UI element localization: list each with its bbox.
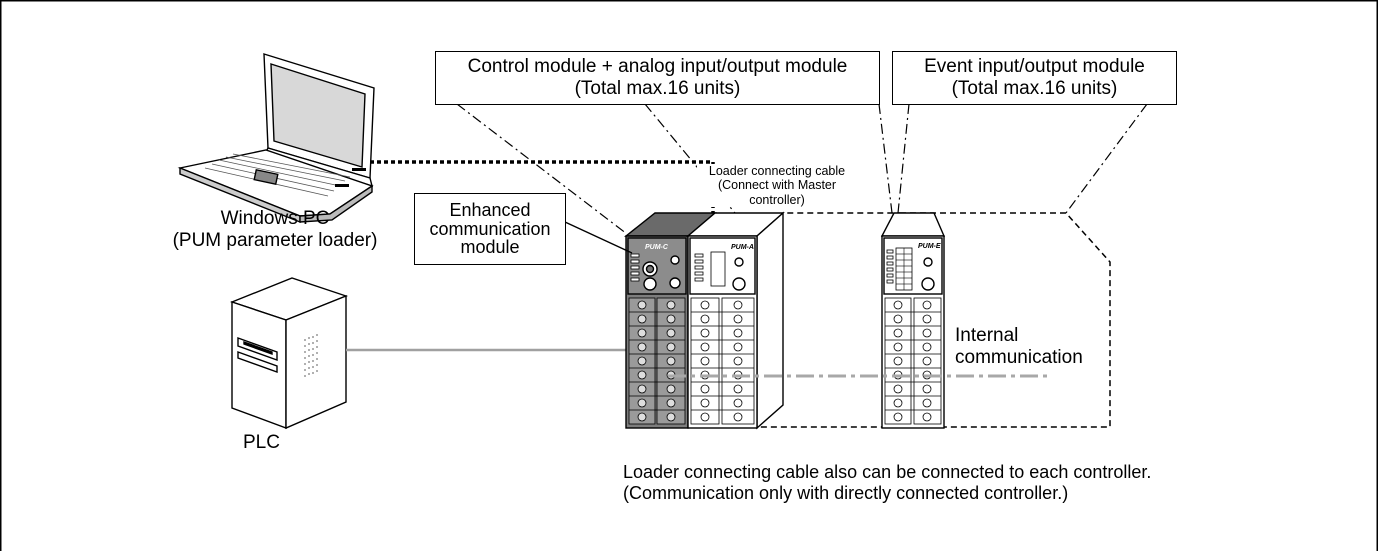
plc-icon	[229, 277, 349, 430]
pum-e-tag: PUM-E	[918, 243, 941, 250]
pum-c-tag: PUM-C	[645, 244, 669, 251]
callout-control-line1: Control module + analog input/output mod…	[467, 56, 848, 77]
callout-control-module: Control module + analog input/output mod…	[435, 51, 880, 105]
leader-control-right	[878, 103, 893, 214]
pum-a-module: PUM-A	[686, 211, 785, 430]
windows-pc-label-line1: Windows PC	[220, 208, 330, 229]
windows-pc-label: Windows PC (PUM parameter loader)	[160, 208, 390, 252]
loader-cable-label-line2: (Connect with Master	[717, 178, 837, 193]
callout-event-module: Event input/output module (Total max.16 …	[892, 51, 1177, 105]
pum-e-module: PUM-E	[880, 212, 946, 429]
loader-note-line1: Loader connecting cable also can be conn…	[623, 462, 1152, 482]
leader-event-left	[897, 103, 910, 214]
internal-comm-label: Internal communication	[955, 325, 1083, 369]
plc-label: PLC	[243, 432, 280, 453]
callout-enhanced-comm: Enhanced communication module	[414, 193, 566, 265]
callout-control-line2: (Total max.16 units)	[574, 78, 741, 99]
leader-enhanced-comm	[564, 221, 633, 254]
callout-leaders	[456, 103, 1148, 235]
callout-event-line2: (Total max.16 units)	[951, 78, 1118, 99]
loader-note-line2: (Communication only with directly connec…	[623, 482, 1069, 503]
loader-note: Loader connecting cable also can be conn…	[623, 462, 1151, 503]
leader-event-right	[1065, 103, 1148, 214]
callout-enhanced-line2: communication	[429, 218, 551, 239]
callout-event-line1: Event input/output module	[924, 56, 1145, 77]
leader-control-left	[456, 103, 628, 235]
windows-pc-icon	[177, 53, 375, 224]
pum-a-tag: PUM-A	[731, 244, 754, 251]
callout-enhanced-line1: Enhanced	[449, 199, 531, 220]
callout-enhanced-line3: module	[460, 237, 520, 258]
leader-control-mid	[644, 103, 736, 214]
internal-comm-line2: communication	[955, 346, 1083, 368]
loader-cable-label: Loader connecting cable (Connect with Ma…	[697, 164, 857, 208]
internal-comm-line1: Internal	[955, 325, 1019, 346]
loader-cable-label-line3: controller)	[749, 192, 805, 207]
loader-cable-label-line1: Loader connecting cable	[708, 164, 846, 178]
windows-pc-label-line2: (PUM parameter loader)	[172, 229, 378, 251]
